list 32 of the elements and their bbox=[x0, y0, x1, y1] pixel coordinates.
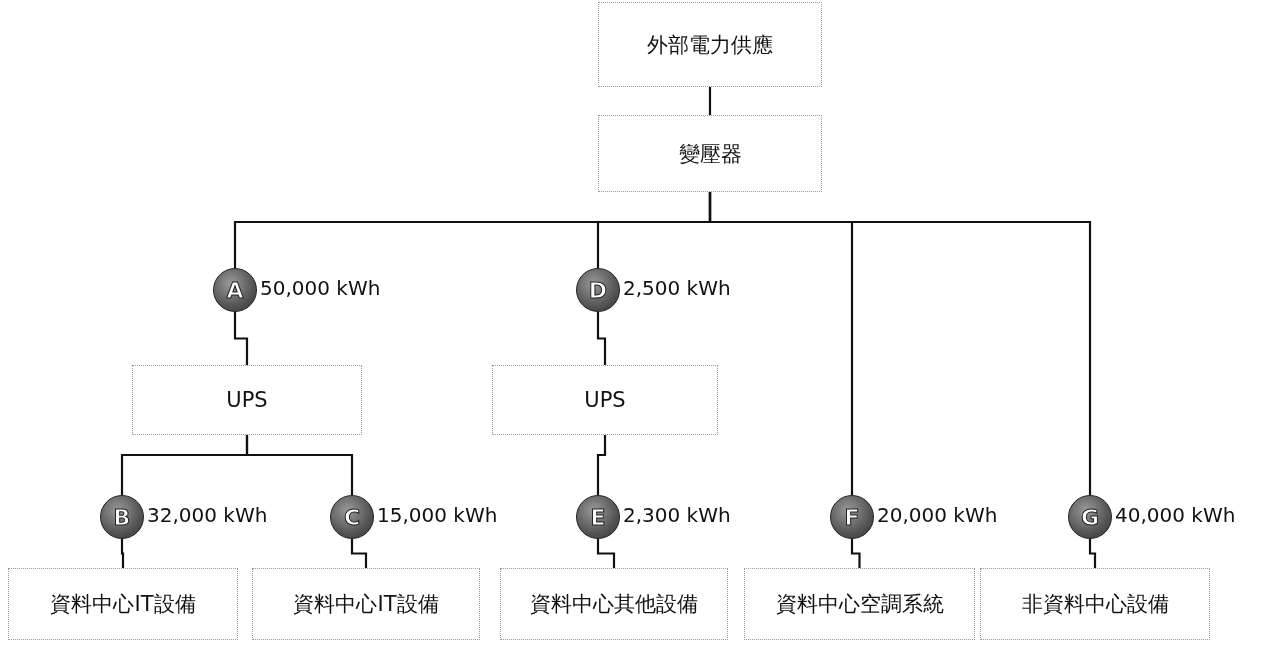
equipment-box: 非資料中心設備 bbox=[980, 568, 1210, 640]
connector-line bbox=[596, 539, 616, 568]
connector-line bbox=[120, 539, 125, 568]
meter-circle: C bbox=[330, 495, 374, 539]
equipment-box: 變壓器 bbox=[598, 115, 822, 192]
energy-value: 40,000 kWh bbox=[1115, 503, 1236, 527]
energy-value: 50,000 kWh bbox=[260, 276, 381, 300]
equipment-box: 資料中心IT設備 bbox=[8, 568, 238, 640]
energy-value: 2,500 kWh bbox=[623, 276, 731, 300]
equipment-box: 資料中心其他設備 bbox=[500, 568, 728, 640]
meter-circle: A bbox=[213, 268, 257, 312]
connector-line bbox=[1088, 539, 1097, 568]
meter-circle: D bbox=[576, 268, 620, 312]
equipment-box: 資料中心空調系統 bbox=[744, 568, 975, 640]
meter-circle: G bbox=[1068, 495, 1112, 539]
meter-circle: B bbox=[100, 495, 144, 539]
connector-line bbox=[350, 539, 368, 568]
energy-value: 15,000 kWh bbox=[377, 503, 498, 527]
connector-line bbox=[245, 435, 354, 495]
connector-line bbox=[233, 312, 249, 365]
energy-value: 20,000 kWh bbox=[877, 503, 998, 527]
equipment-box: 外部電力供應 bbox=[598, 2, 822, 87]
connector-line bbox=[596, 435, 607, 495]
equipment-box: UPS bbox=[492, 365, 718, 435]
connector-line bbox=[596, 312, 607, 365]
energy-value: 32,000 kWh bbox=[147, 503, 268, 527]
connector-line bbox=[850, 539, 861, 568]
equipment-box: UPS bbox=[132, 365, 362, 435]
energy-value: 2,300 kWh bbox=[623, 503, 731, 527]
equipment-box: 資料中心IT設備 bbox=[252, 568, 480, 640]
connector-line bbox=[708, 192, 1092, 495]
connector-line bbox=[708, 87, 712, 115]
